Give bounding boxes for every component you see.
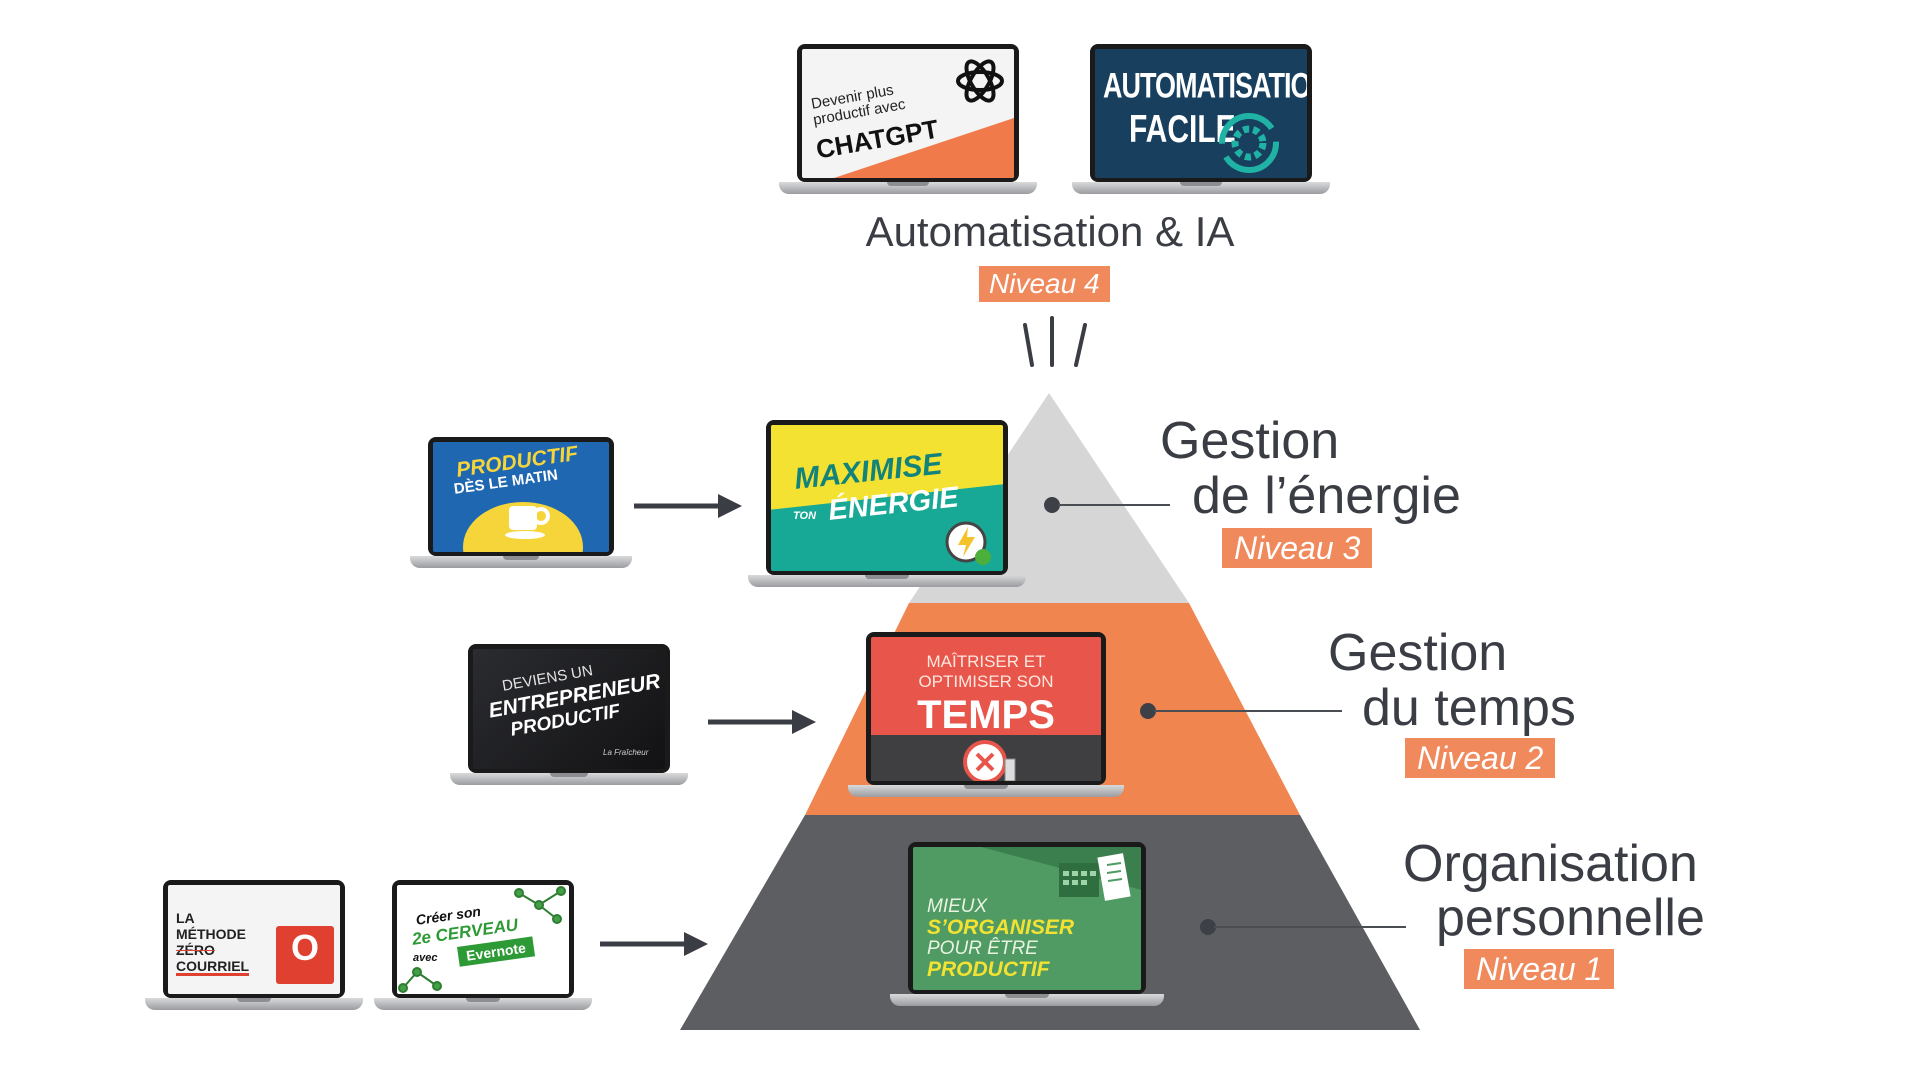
course-entrepreneur-laptop[interactable]: DEVIENS UN ENTREPRENEUR PRODUCTIF La Fra…	[450, 644, 688, 785]
apex-rays	[1023, 316, 1087, 367]
level-2-title-line1: Gestion	[1328, 624, 1508, 682]
course-chatgpt-laptop[interactable]: Devenir plus productif avec CHATGPT	[779, 44, 1037, 194]
course-temps-laptop[interactable]: MAÎTRISER ET OPTIMISER SON TEMPS	[848, 632, 1124, 797]
level-3-badge: Niveau 3	[1222, 528, 1373, 568]
network-graph-icon	[398, 967, 442, 993]
level-2-badge: Niveau 2	[1405, 738, 1556, 778]
openai-logo-icon	[956, 59, 1004, 103]
level-1-title-line2: personnelle	[1436, 889, 1705, 947]
arrow-temps	[708, 710, 816, 734]
course-automatisation-laptop[interactable]: AUTOMATISATION FACILE	[1072, 44, 1330, 194]
level-3-title-line2: de l’énergie	[1192, 467, 1461, 525]
calendar-checklist-icon	[1059, 853, 1131, 901]
level-3-title-line1: Gestion	[1160, 412, 1340, 470]
level-1-marker	[1200, 919, 1216, 935]
arrow-energie	[634, 494, 742, 518]
level-1-badge: Niveau 1	[1464, 949, 1615, 989]
level-2-connector	[1154, 710, 1342, 712]
network-graph-icon	[514, 886, 566, 924]
gear-icon	[1219, 113, 1279, 173]
level-3-connector	[1058, 504, 1170, 506]
coffee-cup-icon	[505, 506, 550, 539]
level-2-title-line2: du temps	[1362, 679, 1576, 737]
course-maximise-energie-laptop[interactable]: MAXIMISE TON ÉNERGIE	[748, 420, 1026, 587]
course-productif-matin-laptop[interactable]: PRODUCTIF DÈS LE MATIN	[410, 437, 632, 568]
alarm-clock-icon	[963, 740, 1016, 781]
arrow-organisation	[600, 932, 708, 956]
course-cerveau-evernote-laptop[interactable]: Créer son 2e CERVEAU avec Evernote	[374, 880, 592, 1010]
envelope-icon: O	[276, 926, 334, 984]
course-zero-courriel-laptop[interactable]: LA MÉTHODE ZÉRO COURRIEL O	[145, 880, 363, 1010]
level-3-marker	[1044, 497, 1060, 513]
energy-clock-icon	[945, 521, 991, 565]
level-2-marker	[1140, 703, 1156, 719]
level-4-badge: Niveau 4	[979, 266, 1110, 302]
level-1-connector	[1214, 926, 1406, 928]
level-4-title: Automatisation & IA	[865, 208, 1235, 255]
level-1-title-line1: Organisation	[1403, 835, 1698, 893]
course-organiser-laptop[interactable]: MIEUX S’ORGANISER POUR ÊTRE PRODUCTIF	[890, 842, 1164, 1006]
